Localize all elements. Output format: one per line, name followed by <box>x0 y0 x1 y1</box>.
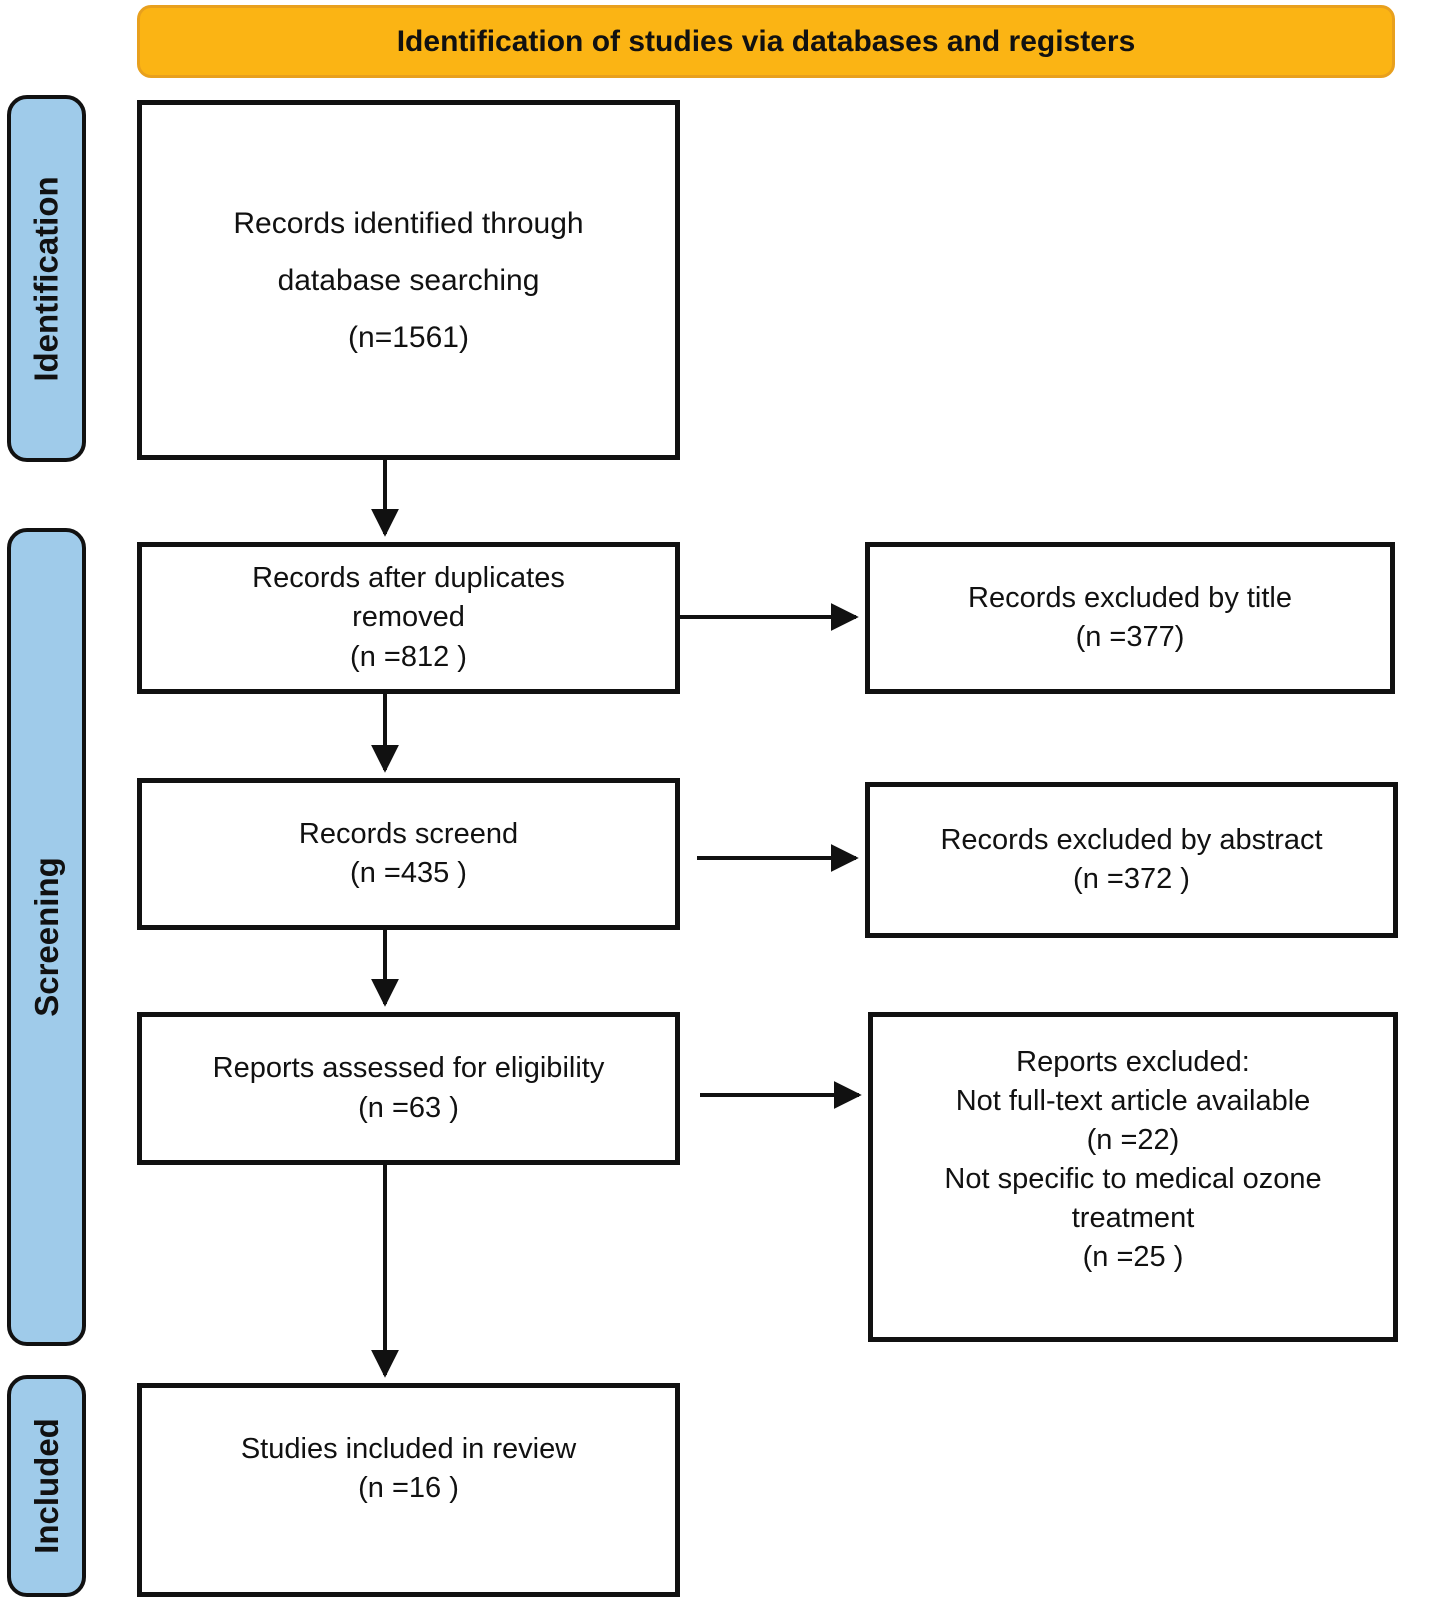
box-line: Records screend <box>298 817 519 850</box>
stage-label-screening: Screening <box>27 857 65 1017</box>
box-records-identified: Records identified through database sear… <box>137 100 680 460</box>
box-studies-included: Studies included in review (n =16 ) <box>137 1383 680 1597</box>
box-line: removed <box>352 601 465 634</box>
box-line: (n =372 ) <box>1073 863 1190 895</box>
banner-title-text: Identification of studies via databases … <box>396 24 1136 58</box>
box-line: (n=1561) <box>348 320 469 354</box>
stage-label-identification: Identification <box>27 175 65 382</box>
box-line: (n =63 ) <box>358 1091 459 1124</box>
banner-title: Identification of studies via databases … <box>137 5 1395 78</box>
box-line: treatment <box>1071 1202 1195 1235</box>
box-line: database searching <box>277 263 540 297</box>
box-duplicates-removed: Records after duplicates removed (n =812… <box>137 542 680 694</box>
box-records-screened: Records screend (n =435 ) <box>137 778 680 930</box>
box-line: Not specific to medical ozone <box>944 1163 1322 1195</box>
box-reports-assessed: Reports assessed for eligibility (n =63 … <box>137 1012 680 1165</box>
box-line: (n =25 ) <box>1082 1241 1184 1274</box>
stage-label-included: Included <box>27 1418 65 1554</box>
stage-tab-included: Included <box>7 1375 86 1597</box>
stage-tab-identification: Identification <box>7 95 86 462</box>
box-line: Not full-text article available <box>955 1084 1311 1117</box>
stage-tab-screening: Screening <box>7 528 86 1346</box>
box-records-excluded-by-abstract: Records excluded by abstract (n =372 ) <box>865 782 1398 938</box>
box-line: (n =22) <box>1086 1123 1180 1156</box>
box-line: Records excluded by title <box>968 581 1292 614</box>
box-line: (n =435 ) <box>350 857 467 889</box>
box-line: Reports excluded: <box>1016 1045 1250 1078</box>
box-reports-excluded: Reports excluded: Not full-text article … <box>868 1012 1398 1342</box>
box-line: Records after duplicates <box>252 562 565 595</box>
box-line: (n =377) <box>1075 621 1185 653</box>
box-line: Studies included in review <box>240 1432 577 1465</box>
box-line: Reports assessed for eligibility <box>212 1052 605 1085</box>
box-line: (n =16 ) <box>358 1472 459 1504</box>
box-line: Records identified through <box>233 206 584 240</box>
box-line: (n =812 ) <box>350 640 467 673</box>
box-line: Records excluded by abstract <box>940 823 1323 856</box>
box-records-excluded-by-title: Records excluded by title (n =377) <box>865 542 1395 694</box>
